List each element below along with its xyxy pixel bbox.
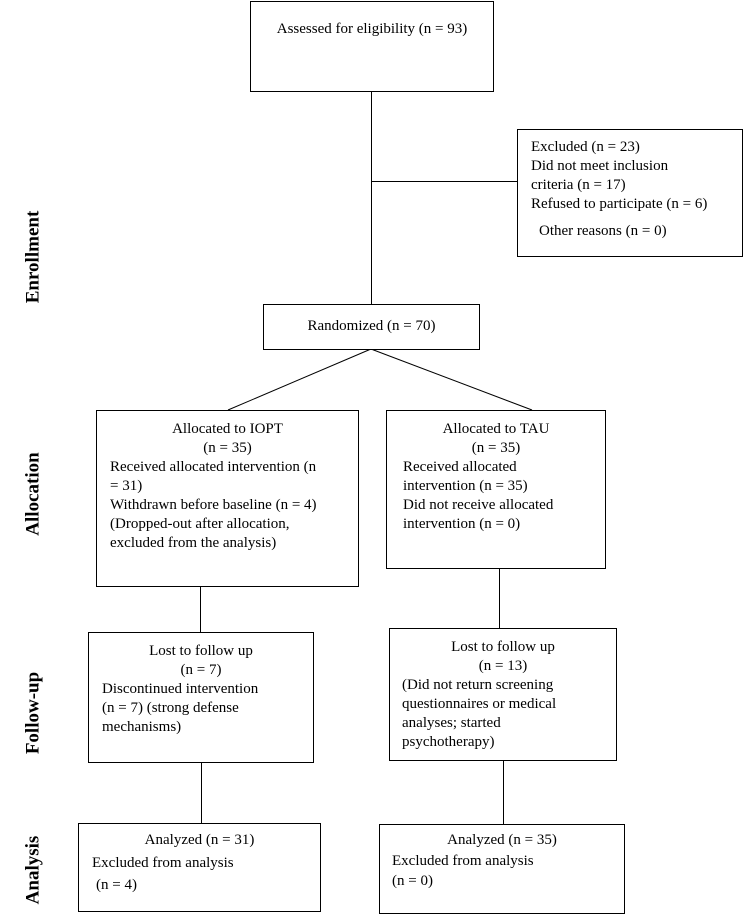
randomized-text: Randomized (n = 70) bbox=[307, 318, 436, 334]
allocation-tau-line: intervention (n = 0) bbox=[403, 516, 521, 532]
followup-iopt-count: (n = 7) bbox=[180, 662, 222, 678]
analysis-iopt-title: Analyzed (n = 31) bbox=[144, 832, 255, 848]
analysis-iopt-line: (n = 4) bbox=[96, 877, 137, 893]
followup-iopt-line: Discontinued intervention bbox=[102, 681, 259, 697]
analysis-tau-title: Analyzed (n = 35) bbox=[447, 832, 557, 848]
allocation-iopt-line: Withdrawn before baseline (n = 4) bbox=[110, 497, 317, 513]
followup-tau-title: Lost to follow up bbox=[451, 639, 555, 655]
excluded-line: Did not meet inclusion bbox=[531, 158, 669, 174]
followup-tau-count: (n = 13) bbox=[478, 658, 528, 674]
excluded-box: Excluded (n = 23) Did not meet inclusion… bbox=[517, 129, 743, 257]
connector-iopt-allocation-to-followup bbox=[200, 586, 201, 632]
connector-tau-allocation-to-followup bbox=[499, 568, 500, 628]
followup-iopt-title: Lost to follow up bbox=[149, 643, 253, 659]
analysis-iopt-line: Excluded from analysis bbox=[92, 855, 234, 871]
allocation-iopt-title: Allocated to IOPT bbox=[172, 421, 283, 437]
allocation-tau-count: (n = 35) bbox=[471, 440, 521, 456]
connector-assessed-to-randomized bbox=[371, 91, 372, 304]
analysis-tau-line: Excluded from analysis bbox=[392, 853, 534, 869]
followup-tau-line: analyses; started bbox=[402, 715, 501, 731]
followup-tau-line: (Did not return screening bbox=[402, 677, 554, 693]
allocation-tau-line: intervention (n = 35) bbox=[403, 478, 528, 494]
allocation-tau-line: Received allocated bbox=[403, 459, 517, 475]
allocation-iopt-line: (Dropped-out after allocation, bbox=[110, 516, 290, 532]
analysis-iopt-box: Analyzed (n = 31) Excluded from analysis… bbox=[78, 823, 321, 912]
connector-tau-followup-to-analysis bbox=[503, 760, 504, 824]
analysis-tau-box: Analyzed (n = 35) Excluded from analysis… bbox=[379, 824, 625, 914]
followup-iopt-box: Lost to follow up (n = 7) Discontinued i… bbox=[88, 632, 314, 763]
followup-tau-box: Lost to follow up (n = 13) (Did not retu… bbox=[389, 628, 617, 761]
connector-to-excluded bbox=[371, 181, 517, 182]
randomized-box: Randomized (n = 70) bbox=[263, 304, 480, 350]
excluded-line: Excluded (n = 23) bbox=[531, 139, 640, 155]
excluded-line: criteria (n = 17) bbox=[531, 177, 626, 193]
allocation-iopt-box: Allocated to IOPT (n = 35) Received allo… bbox=[96, 410, 359, 587]
allocation-tau-line: Did not receive allocated bbox=[403, 497, 554, 513]
allocation-iopt-line: = 31) bbox=[110, 478, 143, 494]
assessed-box: Assessed for eligibility (n = 93) bbox=[250, 1, 494, 92]
connector-iopt-followup-to-analysis bbox=[201, 762, 202, 823]
followup-tau-line: questionnaires or medical bbox=[402, 696, 557, 712]
followup-iopt-line: mechanisms) bbox=[102, 719, 182, 735]
allocation-iopt-count: (n = 35) bbox=[203, 440, 252, 456]
followup-tau-line: psychotherapy) bbox=[402, 734, 495, 750]
excluded-line: Other reasons (n = 0) bbox=[539, 223, 667, 239]
allocation-iopt-line: excluded from the analysis) bbox=[110, 535, 277, 551]
assessed-text: Assessed for eligibility (n = 93) bbox=[276, 21, 468, 37]
excluded-line: Refused to participate (n = 6) bbox=[531, 196, 708, 212]
allocation-tau-box: Allocated to TAU (n = 35) Received alloc… bbox=[386, 410, 606, 569]
allocation-tau-title: Allocated to TAU bbox=[442, 421, 550, 437]
followup-iopt-line: (n = 7) (strong defense bbox=[102, 700, 239, 716]
allocation-iopt-line: Received allocated intervention (n bbox=[110, 459, 317, 475]
analysis-tau-line: (n = 0) bbox=[392, 873, 433, 889]
